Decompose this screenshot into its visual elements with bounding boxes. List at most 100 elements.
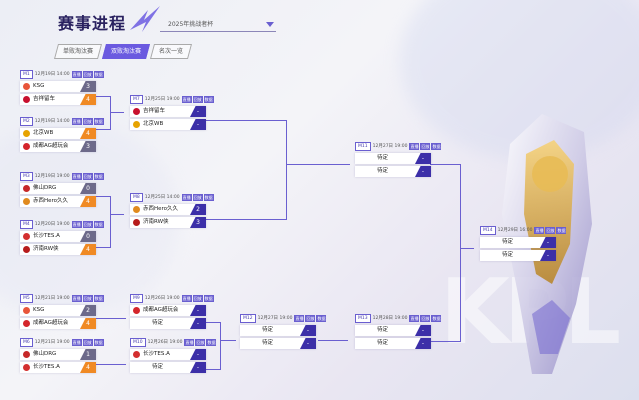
team-row[interactable]: 待定-	[480, 250, 556, 261]
match-tag[interactable]: 回放	[82, 173, 93, 180]
match-tag[interactable]: 数据	[203, 96, 214, 103]
match-tag[interactable]: 直播	[71, 295, 82, 302]
team-name: 赤西Hero久久	[33, 198, 69, 204]
match-tag[interactable]: 直播	[409, 315, 420, 322]
match-tag[interactable]: 回放	[420, 143, 431, 150]
match-tag[interactable]: 直播	[534, 227, 545, 234]
match-tag[interactable]: 直播	[184, 339, 195, 346]
team-logo-icon	[133, 206, 140, 213]
match-tag[interactable]: 直播	[71, 339, 82, 346]
match-tag[interactable]: 数据	[431, 315, 442, 322]
match-tag[interactable]: 直播	[181, 194, 192, 201]
match-tag[interactable]: 直播	[181, 295, 192, 302]
team-row[interactable]: 待定-	[355, 166, 431, 177]
team-row[interactable]: 待定-	[355, 338, 431, 349]
match-tag[interactable]: 数据	[93, 221, 104, 228]
match-tag[interactable]: 回放	[82, 221, 93, 228]
match-tag[interactable]: 直播	[71, 71, 82, 78]
team-name: 长沙TES.A	[33, 233, 60, 239]
match-tag[interactable]: 回放	[192, 295, 203, 302]
match-tag[interactable]: 回放	[545, 227, 556, 234]
team-name: 赤西Hero久久	[143, 206, 179, 212]
match-tag[interactable]: 数据	[93, 71, 104, 78]
match-tag[interactable]: 直播	[71, 118, 82, 125]
team-row[interactable]: 吉祥留车-	[130, 106, 206, 117]
match-tag[interactable]: 回放	[192, 194, 203, 201]
match-tag[interactable]: 回放	[82, 339, 93, 346]
team-score: 4	[80, 94, 96, 105]
match-tag[interactable]: 数据	[203, 194, 214, 201]
match-tag[interactable]: 直播	[409, 143, 420, 150]
match-tag[interactable]: 直播	[71, 173, 82, 180]
match-tag[interactable]: 直播	[294, 315, 305, 322]
chevron-down-icon	[266, 22, 274, 27]
match-tag[interactable]: 数据	[93, 118, 104, 125]
tab-double-elimination[interactable]: 双败淘汰赛	[102, 44, 151, 59]
tab-rankings[interactable]: 名次一览	[150, 44, 193, 59]
team-row[interactable]: 长沙TES.A-	[130, 349, 206, 360]
team-row[interactable]: 待定-	[355, 325, 431, 336]
team-row[interactable]: 待定-	[355, 153, 431, 164]
season-select[interactable]: 2025年挑战者杯	[160, 17, 276, 32]
match-tag[interactable]: 数据	[316, 315, 327, 322]
match-tag[interactable]: 数据	[93, 173, 104, 180]
match-tag[interactable]: 数据	[93, 295, 104, 302]
match-tag[interactable]: 回放	[82, 118, 93, 125]
team-name: 待定	[152, 320, 164, 326]
team-row[interactable]: 待定-	[130, 362, 206, 373]
tab-single-elimination[interactable]: 单败淘汰赛	[53, 44, 103, 59]
match-tag[interactable]: 回放	[195, 339, 206, 346]
match-tag[interactable]: 回放	[305, 315, 316, 322]
match-tag[interactable]: 直播	[71, 221, 82, 228]
team-row[interactable]: 待定-	[480, 237, 556, 248]
team-row[interactable]: 待定-	[240, 338, 316, 349]
match-tag[interactable]: 数据	[206, 339, 217, 346]
match-tag[interactable]: 回放	[420, 315, 431, 322]
match-tag[interactable]: 直播	[181, 96, 192, 103]
match-tag[interactable]: 回放	[82, 295, 93, 302]
bracket-line	[318, 340, 348, 341]
match-tag[interactable]: 回放	[192, 96, 203, 103]
match-tag[interactable]: 数据	[203, 295, 214, 302]
team-row[interactable]: 北京WB-	[130, 119, 206, 130]
team-logo-icon	[23, 307, 30, 314]
match-date: 12月20日 19:00	[34, 222, 70, 227]
match-actions: 直播回放数据	[71, 173, 104, 180]
match-tag[interactable]: 数据	[556, 227, 567, 234]
team-row[interactable]: 待定-	[130, 318, 206, 329]
match-id: M13	[355, 314, 371, 323]
match-tag[interactable]: 数据	[431, 143, 442, 150]
team-row[interactable]: 成都AG超玩会-	[130, 305, 206, 316]
team-row[interactable]: 待定-	[240, 325, 316, 336]
match-tag[interactable]: 回放	[82, 71, 93, 78]
match-tag[interactable]: 数据	[93, 339, 104, 346]
